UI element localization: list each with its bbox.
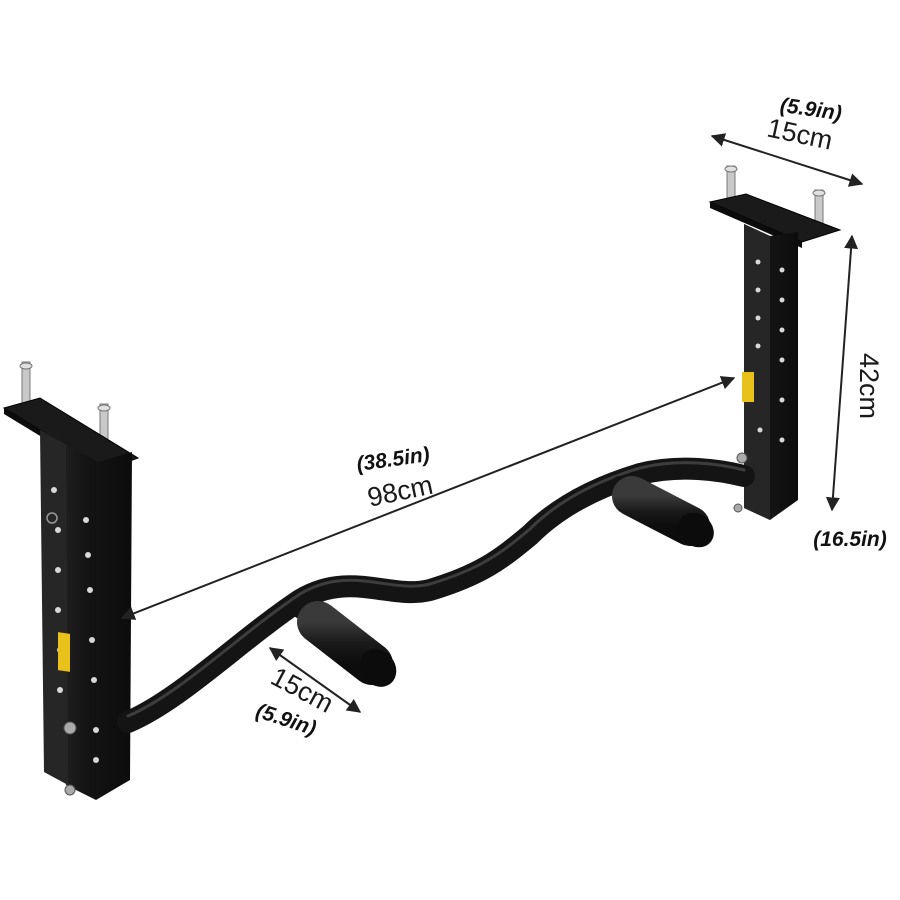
top-width-arrow (710, 133, 864, 187)
pull-up-bar (117, 457, 755, 733)
right-wall-bracket (708, 165, 842, 520)
right-handle-grip (610, 476, 714, 548)
left-warning-label (58, 632, 70, 672)
grip-length-arrow (268, 647, 362, 713)
left-wall-bracket (2, 361, 140, 800)
span-arrow (120, 376, 736, 620)
span-cm-label: 98cm (365, 470, 436, 513)
height-arrow (825, 234, 859, 512)
height-inch-label: (16.5in) (813, 528, 887, 551)
height-cm-label: 42cm (854, 353, 884, 419)
right-warning-label (742, 372, 754, 402)
